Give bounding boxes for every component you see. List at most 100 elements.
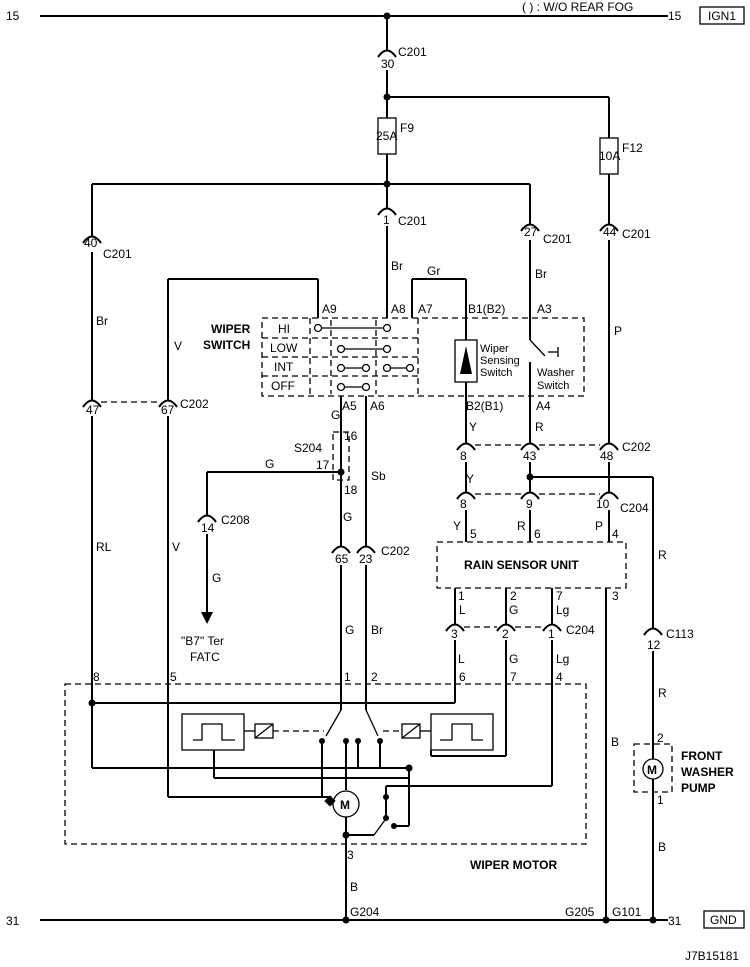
switch-pos-low: LOW <box>270 341 298 355</box>
c113-pin: 12 <box>647 638 661 652</box>
wire-v2: V <box>172 540 180 554</box>
c202-name-b: C202 <box>622 440 651 454</box>
motor-pin7: 7 <box>510 670 517 684</box>
wiper-switch-title1: WIPER <box>211 322 251 336</box>
c208-name: C208 <box>221 513 250 527</box>
wire-lg1: Lg <box>556 603 569 617</box>
pin-a6: A6 <box>370 399 385 413</box>
motor-pin6: 6 <box>459 670 466 684</box>
wire-br3: Br <box>96 314 108 328</box>
c113-name: C113 <box>666 627 694 641</box>
c201-44-pin: 44 <box>603 225 617 239</box>
splice-s204 <box>332 431 350 481</box>
rsu-pin4: 4 <box>612 527 619 541</box>
c204-name-a: C204 <box>620 501 649 515</box>
c202-65: 65 <box>335 552 349 566</box>
wire-gr: Gr <box>427 264 440 278</box>
wire-g1: G <box>331 408 340 422</box>
wire-r3: R <box>658 548 667 562</box>
pin-a5: A5 <box>342 399 357 413</box>
c202-47: 47 <box>86 403 100 417</box>
gnd-box <box>703 910 745 929</box>
switch-pos-hi: HI <box>278 322 290 336</box>
c208-pin: 14 <box>201 521 215 535</box>
c201-1-pin: 1 <box>383 213 390 227</box>
c202-8: 8 <box>460 449 467 463</box>
wire-g2: G <box>343 510 352 524</box>
c204-3: 3 <box>451 627 458 641</box>
connector-c201-1 <box>377 207 397 216</box>
fatc-label1: "B7" Ter <box>181 634 224 648</box>
wire-y1: Y <box>469 420 477 434</box>
wire-g3: G <box>265 457 274 471</box>
c204-8: 8 <box>460 497 467 511</box>
wiper-motor-internals <box>88 684 553 920</box>
note-label: ( ) : W/O REAR FOG <box>522 0 633 14</box>
fatc-label2: FATC <box>190 650 220 664</box>
wire-g6: G <box>509 652 518 666</box>
c204-name-b: C204 <box>566 623 595 637</box>
sensing-label3: Switch <box>480 367 512 379</box>
c201-40-pin: 40 <box>84 236 98 250</box>
wire-b2: B <box>611 735 619 749</box>
washer-motor-label: M <box>647 763 657 777</box>
pump-label2: WASHER <box>681 765 734 779</box>
motor-pin2: 2 <box>371 670 378 684</box>
g101-label: G101 <box>612 905 642 919</box>
sensing-label1: Wiper <box>480 343 509 355</box>
pin-a7: A7 <box>418 302 433 316</box>
wire-br2: Br <box>535 267 547 281</box>
wire-g5: G <box>509 603 518 617</box>
motor-pin3: 3 <box>347 848 354 862</box>
c202-67: 67 <box>161 403 175 417</box>
bus-bottom-left-label: 31 <box>6 914 20 928</box>
g204-label: G204 <box>350 905 380 919</box>
motor-pin8: 8 <box>93 670 100 684</box>
wire-p: P <box>614 324 622 338</box>
wiper-motor-label: M <box>340 798 350 812</box>
pin-a9: A9 <box>322 302 337 316</box>
wiper-switch-title2: SWITCH <box>203 338 250 352</box>
c201-30-pin: 30 <box>381 57 395 71</box>
s204-17: 17 <box>316 458 330 472</box>
ign1-box <box>699 6 745 25</box>
ign1-label: IGN1 <box>708 9 736 23</box>
motor-pin5: 5 <box>170 670 177 684</box>
wire-y3: Y <box>453 519 461 533</box>
f9-name: F9 <box>400 121 414 135</box>
wire-r2: R <box>517 519 526 533</box>
g205-label: G205 <box>565 905 595 919</box>
connector-c201-30 <box>377 49 397 58</box>
wire-l2: L <box>458 652 465 666</box>
connector-c113 <box>643 627 663 636</box>
wire-g4: G <box>345 623 354 637</box>
wire-lg2: Lg <box>556 652 569 666</box>
c201-30-name: C201 <box>398 45 427 59</box>
c201-1-name: C201 <box>398 214 427 228</box>
f12-name: F12 <box>622 141 643 155</box>
wire-g-c208: G <box>212 571 221 585</box>
wire-br4: Br <box>371 623 383 637</box>
washer-label1: Washer <box>537 367 575 379</box>
s204-name: S204 <box>294 441 322 455</box>
pin-b2: B2(B1) <box>466 399 503 413</box>
switch-contacts <box>313 320 415 394</box>
rain-sensor-title: RAIN SENSOR UNIT <box>464 558 579 572</box>
wire-p2: P <box>595 519 603 533</box>
wire-v1: V <box>174 339 182 353</box>
rsu-pin5: 5 <box>470 527 477 541</box>
rsu-pin7: 7 <box>556 589 563 603</box>
wire-r1: R <box>535 420 544 434</box>
s204-18: 18 <box>344 483 358 497</box>
rsu-pin1: 1 <box>458 589 465 603</box>
rsu-pin2: 2 <box>510 589 517 603</box>
wire-y2: Y <box>466 472 474 486</box>
pin-a3: A3 <box>537 302 552 316</box>
s204-16: 16 <box>344 429 358 443</box>
c204-10: 10 <box>596 497 610 511</box>
wire-rl: RL <box>96 540 112 554</box>
c204-2: 2 <box>502 627 509 641</box>
washer-label2: Switch <box>537 380 569 392</box>
diagram-id: J7B15181 <box>685 949 739 963</box>
pin-b1: B1(B2) <box>468 302 505 316</box>
